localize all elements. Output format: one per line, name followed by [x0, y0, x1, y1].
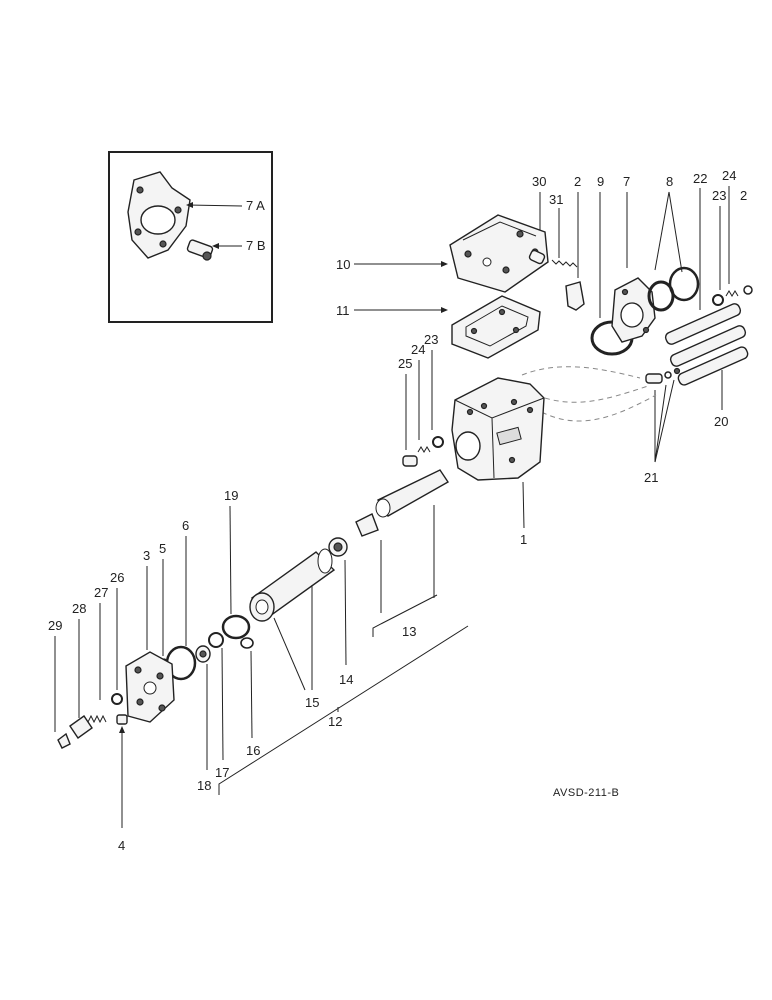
callout-4: 4	[118, 838, 125, 853]
callout-18: 18	[197, 778, 211, 793]
callout-25: 25	[398, 356, 412, 371]
callout-24b: 24	[411, 342, 425, 357]
callout-19: 19	[224, 488, 238, 503]
callout-9: 9	[597, 174, 604, 189]
seal-part-8b	[668, 266, 700, 302]
callout-24a: 24	[722, 168, 736, 183]
plug-part-4	[116, 714, 128, 725]
callout-26: 26	[110, 570, 124, 585]
spring-part-31	[551, 259, 578, 268]
callout-8: 8	[666, 174, 673, 189]
inset-label-7a: 7 A	[246, 198, 265, 213]
callout-17: 17	[215, 765, 229, 780]
cap-part-25	[402, 455, 418, 467]
callout-22: 22	[693, 171, 707, 186]
seal-part-19	[221, 614, 251, 640]
piston-part-22	[664, 303, 749, 386]
callout-7: 7	[623, 174, 630, 189]
spring-part-24a	[725, 290, 739, 297]
callout-2b: 2	[740, 188, 747, 203]
callout-31: 31	[549, 192, 563, 207]
plate-part-7	[611, 277, 656, 343]
plugs-part-21	[645, 367, 681, 384]
valve-part-2	[565, 281, 585, 311]
bushing-part-13	[355, 513, 379, 537]
callout-30: 30	[532, 174, 546, 189]
end-cover-part-3	[125, 651, 175, 723]
inset-label-7b: 7 B	[246, 238, 266, 253]
rod-part-13	[355, 469, 449, 537]
callout-11: 11	[336, 303, 350, 318]
callout-20: 20	[714, 414, 728, 429]
callout-1: 1	[520, 532, 527, 547]
spring-part-24b	[417, 446, 431, 453]
callout-5: 5	[159, 541, 166, 556]
inset-fitting-7b	[186, 239, 214, 261]
ring-part-26	[111, 693, 123, 705]
ring-part-23b	[432, 436, 444, 448]
sleeve-part-15	[249, 548, 336, 622]
inset-box	[108, 151, 273, 323]
ring-part-23a	[712, 294, 724, 306]
callout-3: 3	[143, 548, 150, 563]
callout-23a: 23	[712, 188, 726, 203]
callout-6: 6	[182, 518, 189, 533]
housing-part-1	[451, 377, 545, 481]
gasket-part-11	[451, 295, 541, 359]
callout-14: 14	[339, 672, 353, 687]
seal-part-8a	[647, 280, 675, 312]
figure-code: AVSD-211-B	[553, 787, 619, 799]
callout-23b: 23	[424, 332, 438, 347]
callout-29: 29	[48, 618, 62, 633]
callout-12: 12	[328, 714, 342, 729]
callout-27: 27	[94, 585, 108, 600]
plug-part-30	[528, 249, 546, 265]
washer-part-17	[208, 632, 224, 648]
callout-16: 16	[246, 743, 260, 758]
cap-part-29	[57, 732, 71, 749]
plate-part-28	[69, 715, 93, 739]
callout-21: 21	[644, 470, 658, 485]
piston-part-14	[328, 537, 348, 557]
ring-part-16	[240, 637, 254, 649]
callout-2a: 2	[574, 174, 581, 189]
callout-28: 28	[72, 601, 86, 616]
callout-15: 15	[305, 695, 319, 710]
spring-part-27	[87, 714, 107, 724]
callout-10: 10	[336, 257, 350, 272]
callout-13: 13	[402, 624, 416, 639]
